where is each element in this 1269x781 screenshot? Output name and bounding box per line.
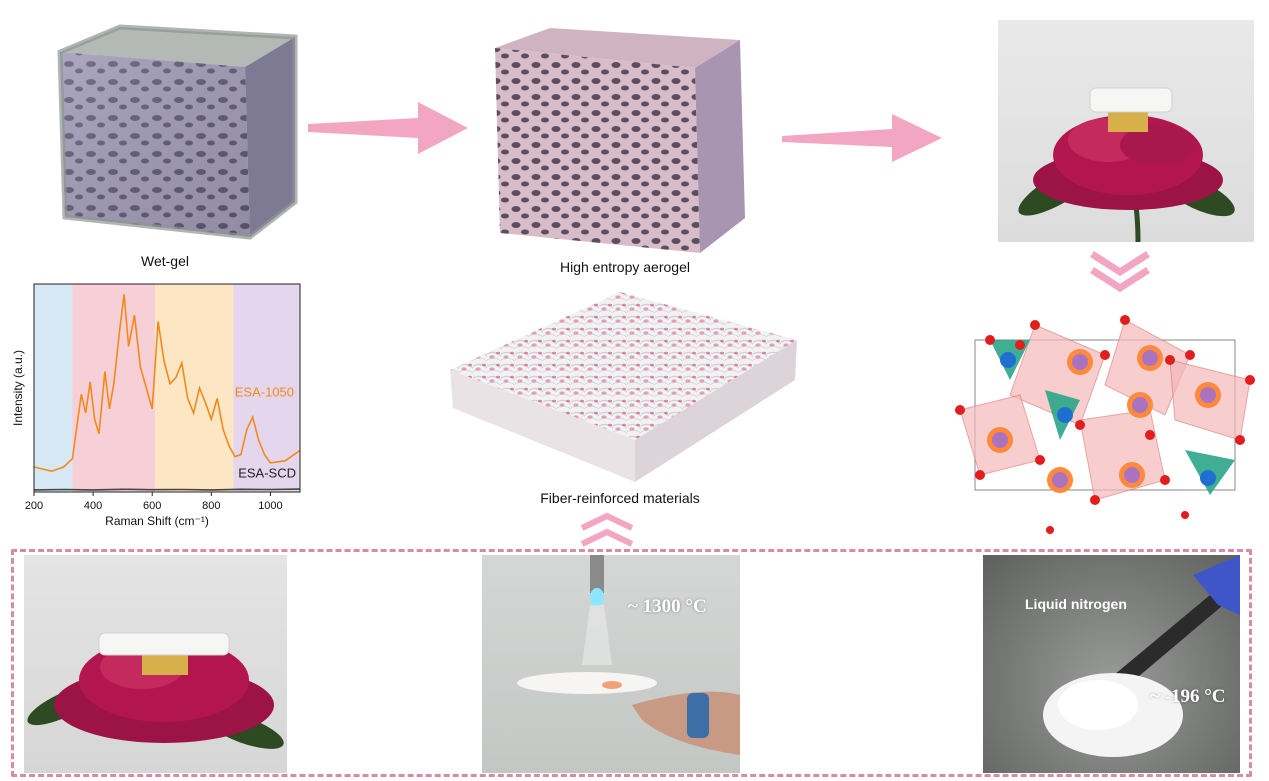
series-label-esa-1050: ESA-1050 [235, 384, 294, 399]
fiber-material-label: Fiber-reinforced materials [505, 490, 735, 506]
aerogel-label: High entropy aerogel [530, 259, 720, 275]
x-tick-label: 400 [84, 500, 102, 512]
liquid-nitrogen-photo [983, 555, 1240, 773]
x-tick-label: 1000 [258, 500, 282, 512]
chart-region-band [34, 284, 72, 492]
cold-temperature-label: ~ -196 °C [1150, 686, 1226, 708]
x-tick-label: 800 [202, 500, 220, 512]
torch-heat-photo [482, 555, 740, 773]
fiber-material-image [445, 290, 800, 485]
wet-gel-label: Wet-gel [105, 253, 225, 269]
flower-aerogel-photo [24, 555, 287, 773]
crystal-structure-image [950, 300, 1262, 535]
y-axis-label: Intensity (a.u.) [11, 350, 25, 426]
process-arrow-1 [308, 100, 470, 156]
aerogel-cube-image [490, 28, 750, 258]
x-axis-label: Raman Shift (cm⁻¹) [105, 514, 209, 528]
x-tick-label: 200 [25, 500, 43, 512]
process-arrow-2 [782, 112, 944, 164]
wet-gel-cube-image [40, 22, 300, 252]
double-chevron-down-icon [1088, 250, 1152, 294]
raman-chart: 200 400 600 800 1000Raman Shift (cm⁻¹) Intens… [0, 278, 310, 540]
series-label-esa-scd: ESA-SCD [238, 465, 296, 480]
double-chevron-up-icon [578, 512, 636, 548]
x-tick-label: 600 [143, 500, 161, 512]
chart-region-band [155, 284, 233, 492]
chart-series-line [34, 489, 300, 490]
liquid-nitrogen-label: Liquid nitrogen [1025, 596, 1127, 612]
torch-temperature-label: ~ 1300 °C [628, 596, 707, 618]
flower-support-photo [998, 20, 1254, 242]
